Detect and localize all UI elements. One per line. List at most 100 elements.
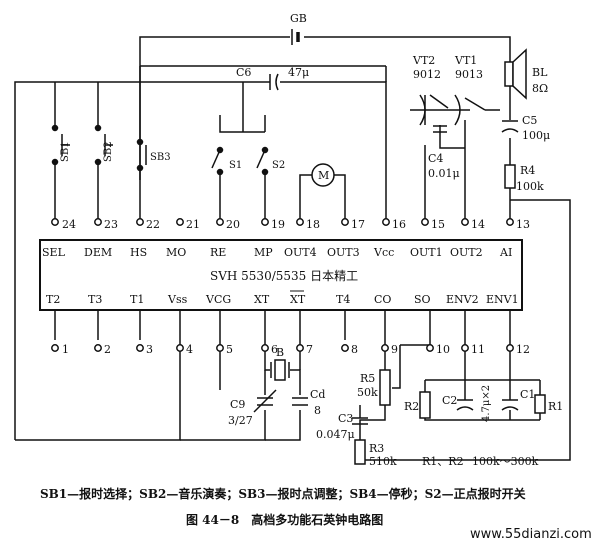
pin-name: CO [374, 293, 391, 306]
switch-s1 [211, 146, 224, 176]
pin-number: 21 [186, 218, 200, 231]
pin-number: 6 [271, 343, 278, 356]
pin-numbers-top: 24 23 22 21 20 19 18 17 16 15 14 13 [62, 218, 530, 231]
legend-caption: SB1—报时选择；SB2—音乐演奏；SB3—报时点调整；SB4—停秒；S2—正点… [40, 486, 526, 501]
pin-number: 9 [391, 343, 398, 356]
capacitor-c3 [352, 405, 368, 425]
vt1-label: VT1 [454, 54, 477, 67]
ic-chip: SVH 5530/5535 日本精工 SEL DEM HS MO RE MP O… [39, 239, 523, 311]
r1r2-range: 100k～300k [472, 455, 539, 468]
watermark: www.55dianzi.com [470, 527, 592, 542]
pin-number: 17 [351, 218, 365, 231]
capacitor-c6 [269, 73, 279, 91]
pin-number: 16 [392, 218, 406, 231]
cd-value: 8 [314, 404, 321, 417]
pin-number: 12 [516, 343, 530, 356]
cd-label: Cd [310, 388, 325, 401]
pin-number: 24 [62, 218, 76, 231]
c3-label: C3 [338, 412, 353, 425]
pin-number: 23 [104, 218, 118, 231]
pin-name: XT [290, 293, 306, 306]
pin-name: OUT4 [284, 246, 317, 259]
crystal-b [270, 359, 290, 381]
capacitor-c1 [501, 380, 519, 420]
pin-name: T4 [336, 293, 350, 306]
sb3-label: SB3 [150, 152, 171, 163]
pin-name: HS [130, 246, 147, 259]
pin-number: 11 [471, 343, 485, 356]
pin-name: VCG [205, 293, 231, 306]
pin-name: OUT1 [410, 246, 443, 259]
pin-name: SEL [42, 246, 66, 259]
capacitor-c4 [433, 125, 447, 133]
r4-value: 100k [516, 180, 544, 193]
c4-value: 0.01μ [428, 167, 460, 180]
push-button-sb3 [136, 138, 147, 172]
pin-name: Vcc [373, 246, 394, 259]
r3-label: R3 [369, 442, 384, 455]
c2-label: C2 [442, 394, 457, 407]
transistor-vt2 [410, 94, 449, 126]
r1-label: R1 [548, 400, 563, 413]
vt2-model: 9012 [413, 68, 441, 81]
r5-label: R5 [360, 372, 375, 385]
battery-symbol [291, 29, 300, 45]
pin-number: 2 [104, 343, 111, 356]
pin-name: SO [414, 293, 431, 306]
r2-label: R2 [404, 400, 419, 413]
c4-label: C4 [428, 152, 443, 165]
s2-label: S2 [272, 160, 285, 171]
pin-name: AI [499, 246, 512, 259]
vt2-label: VT2 [412, 54, 435, 67]
transistor-vt1 [454, 94, 500, 126]
speaker-label: BL [532, 66, 548, 79]
c6-label: C6 [236, 66, 251, 79]
r1r2-note: R1、R2 [422, 455, 464, 468]
pin-number: 20 [226, 218, 240, 231]
pin-name: MO [166, 246, 186, 259]
pin-number: 10 [436, 343, 450, 356]
pin-name: RE [210, 246, 226, 259]
capacitor-c2 [456, 399, 474, 411]
r4-label: R4 [520, 164, 535, 177]
speaker-symbol [504, 48, 527, 100]
r5-value: 50k [357, 386, 378, 399]
pin-name: MP [254, 246, 273, 259]
pin-name: DEM [84, 246, 112, 259]
push-button-sb1 [51, 124, 70, 166]
pin-name: OUT3 [327, 246, 360, 259]
pin-number: 4 [186, 343, 193, 356]
motor-label: M [318, 169, 329, 182]
s1-label: S1 [229, 160, 242, 171]
pin-name: Vss [167, 293, 188, 306]
ic-body [39, 239, 523, 311]
c5-value: 100μ [522, 129, 550, 142]
pin-name: OUT2 [450, 246, 483, 259]
sb2-label: SB2 [103, 141, 114, 162]
pin-number: 1 [62, 343, 69, 356]
pin-name: XT [254, 293, 270, 306]
resistor-r4 [504, 164, 516, 189]
pin-name: ENV2 [446, 293, 479, 306]
pin-number: 3 [146, 343, 153, 356]
wires [14, 36, 571, 461]
potentiometer-r5 [379, 345, 401, 406]
resistor-r1 [534, 394, 546, 414]
speaker-value: 8Ω [532, 82, 548, 95]
vt1-model: 9013 [455, 68, 483, 81]
c2c1-value: 4.7μ×2 [481, 385, 492, 422]
pin-name: ENV1 [486, 293, 519, 306]
pin-name: T1 [130, 293, 144, 306]
pin-numbers-bottom: 1 2 3 4 5 6 7 8 9 10 11 12 [62, 343, 530, 356]
pin-number: 5 [226, 343, 233, 356]
switch-s2 [256, 146, 269, 176]
pin-number: 14 [471, 218, 485, 231]
pin-name: T2 [46, 293, 60, 306]
pin-name: T3 [88, 293, 102, 306]
c3-value: 0.047μ [316, 428, 355, 441]
push-button-sb2 [94, 124, 113, 166]
c1-label: C1 [520, 388, 535, 401]
pin-number: 18 [306, 218, 320, 231]
c5-label: C5 [522, 114, 537, 127]
